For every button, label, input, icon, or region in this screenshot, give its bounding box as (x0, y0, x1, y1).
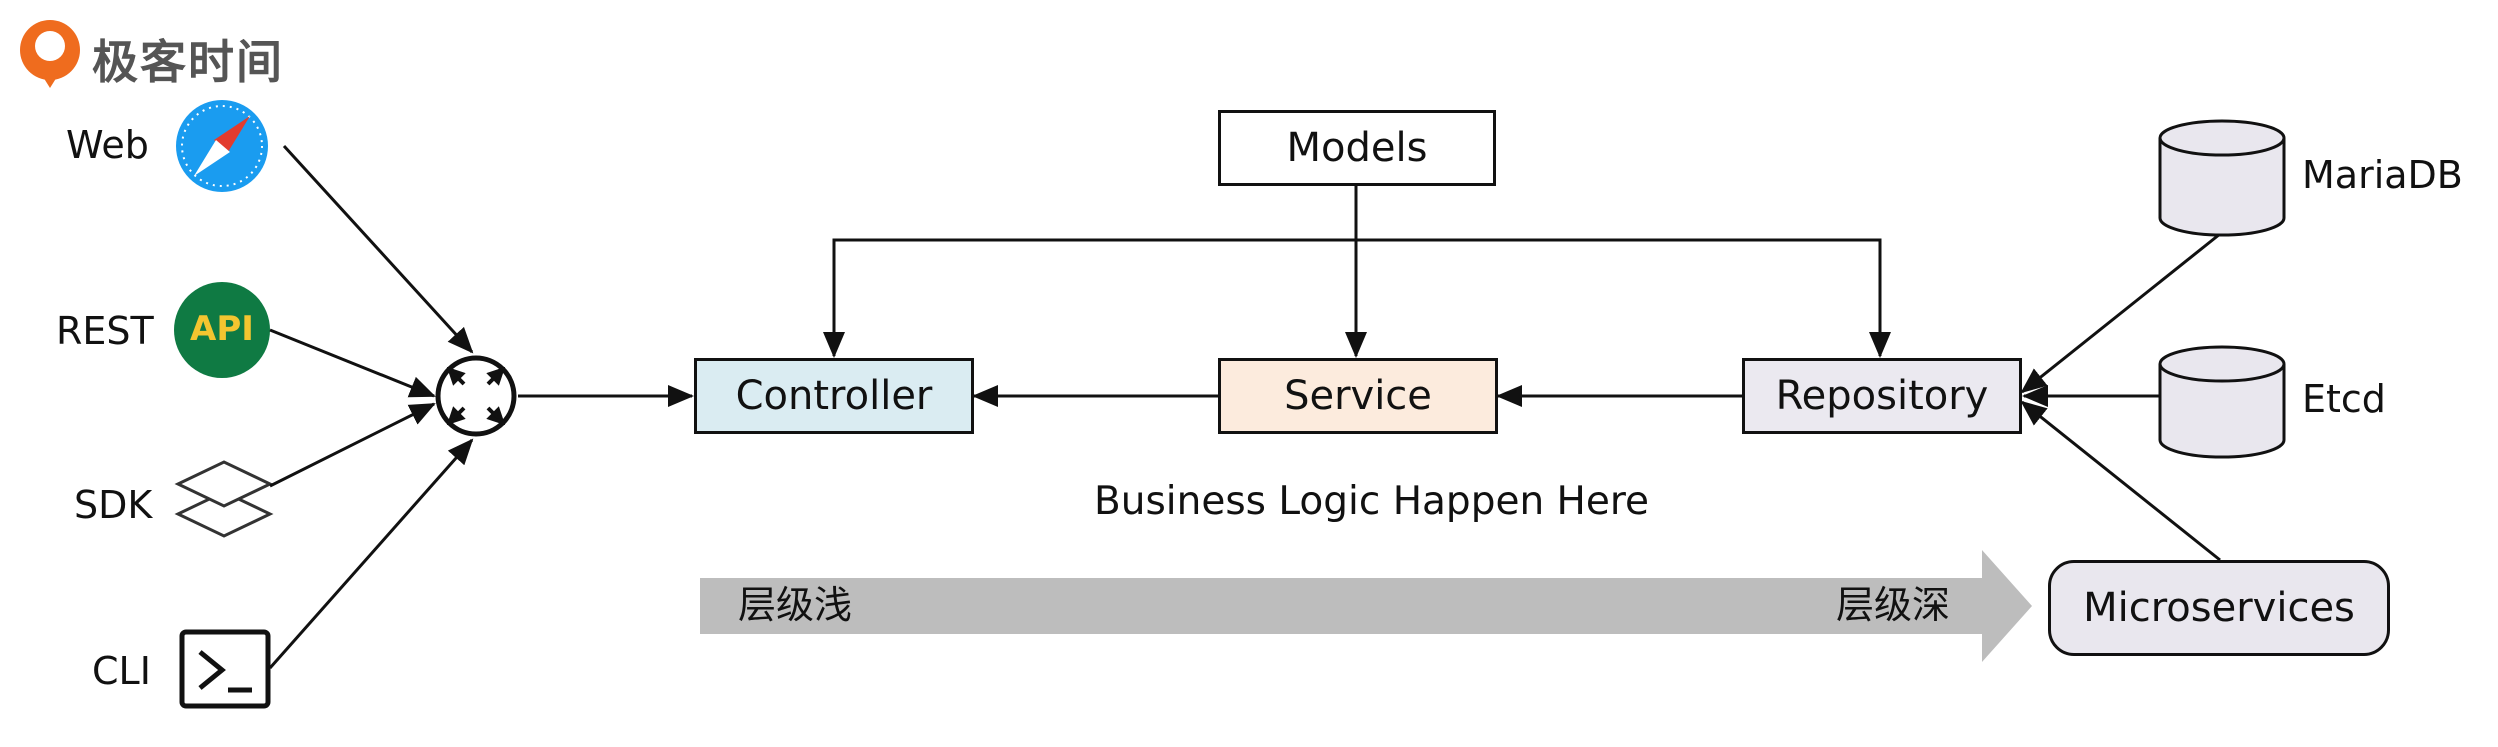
etcd-label: Etcd (2302, 377, 2386, 421)
depth-deep-label: 层级深 (1836, 583, 1951, 627)
client-connectors (268, 144, 694, 669)
datastore-connectors (2020, 232, 2221, 562)
client-label-sdk: SDK (74, 483, 153, 527)
logo-icon (20, 20, 80, 88)
mariadb-label: MariaDB (2302, 153, 2463, 197)
models-connectors (823, 184, 1891, 358)
client-label-rest: REST (56, 309, 154, 353)
service-box: Service (1218, 358, 1498, 434)
models-box: Models (1218, 110, 1496, 186)
etcd-database-icon (2158, 345, 2286, 459)
api-badge-label: API (190, 309, 254, 349)
mariadb-database-icon (2158, 119, 2286, 237)
controller-box: Controller (694, 358, 974, 434)
terminal-icon (179, 629, 271, 709)
client-label-web: Web (66, 123, 149, 167)
depth-shallow-label: 层级浅 (738, 583, 853, 627)
expand-arrows-icon (435, 355, 517, 437)
compass-icon (176, 100, 268, 192)
layers-icon (174, 460, 274, 538)
depth-arrow (700, 550, 2032, 662)
brand-logo-text: 极客时间 (92, 35, 284, 89)
repository-box: Repository (1742, 358, 2022, 434)
client-label-cli: CLI (92, 649, 151, 693)
api-badge-icon (174, 282, 270, 378)
business-logic-note: Business Logic Happen Here (1094, 479, 1650, 524)
microservices-box: Microservices (2048, 560, 2390, 656)
